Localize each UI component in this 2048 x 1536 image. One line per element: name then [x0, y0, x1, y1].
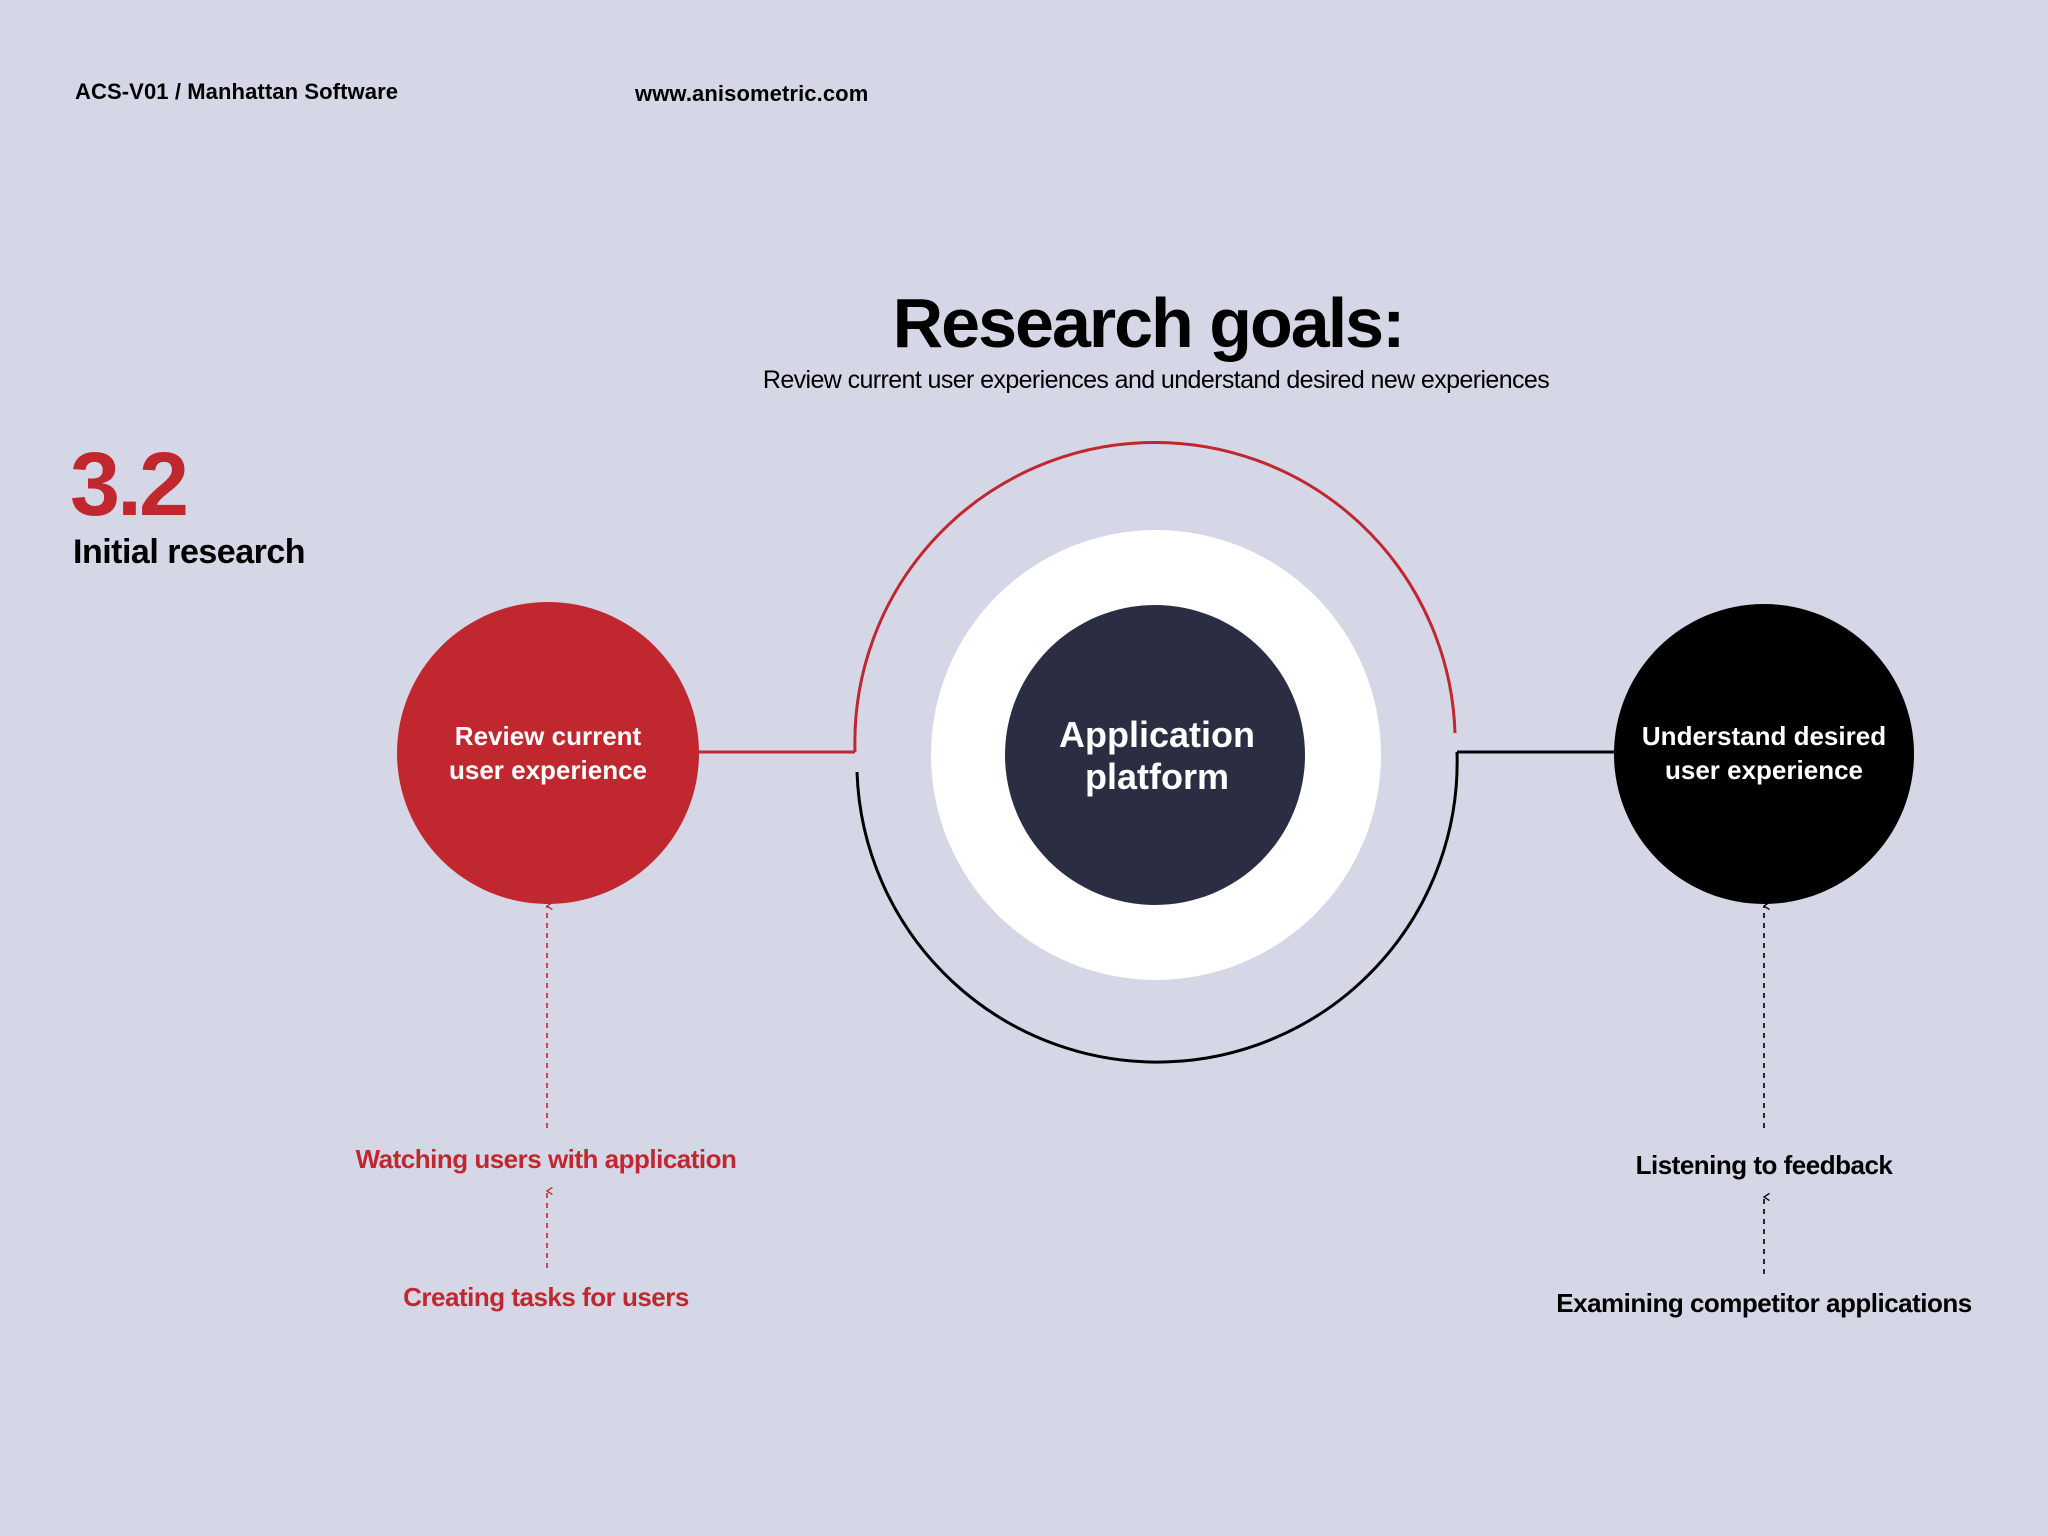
right-node: [1614, 604, 1914, 904]
page-title: Research goals:: [892, 284, 1406, 362]
website-url: www.anisometric.com: [635, 81, 869, 106]
outer-ring-bottom-arc: [855, 751, 1459, 1064]
left-step-2: Creating tasks for users: [403, 1282, 689, 1312]
center-node-label-line2: platform: [1085, 756, 1229, 797]
right-step-1: Listening to feedback: [1636, 1150, 1894, 1180]
right-node-label-line2: user experience: [1665, 755, 1863, 785]
right-step-2: Examining competitor applications: [1556, 1288, 1971, 1318]
left-node: [397, 602, 699, 904]
document-id: ACS-V01 / Manhattan Software: [75, 79, 399, 104]
center-node: [1005, 605, 1305, 905]
section-title: Initial research: [73, 533, 306, 571]
page-subtitle: Review current user experiences and unde…: [762, 366, 1550, 394]
left-step-1: Watching users with application: [356, 1144, 737, 1174]
left-node-label-line1: Review current: [455, 721, 642, 751]
section-number: 3.2: [70, 435, 189, 535]
center-node-label-line1: Application: [1059, 714, 1255, 755]
left-node-label-line2: user experience: [449, 755, 647, 785]
right-node-label-line1: Understand desired: [1642, 721, 1886, 751]
outer-ring-top-arc: [853, 440, 1457, 753]
